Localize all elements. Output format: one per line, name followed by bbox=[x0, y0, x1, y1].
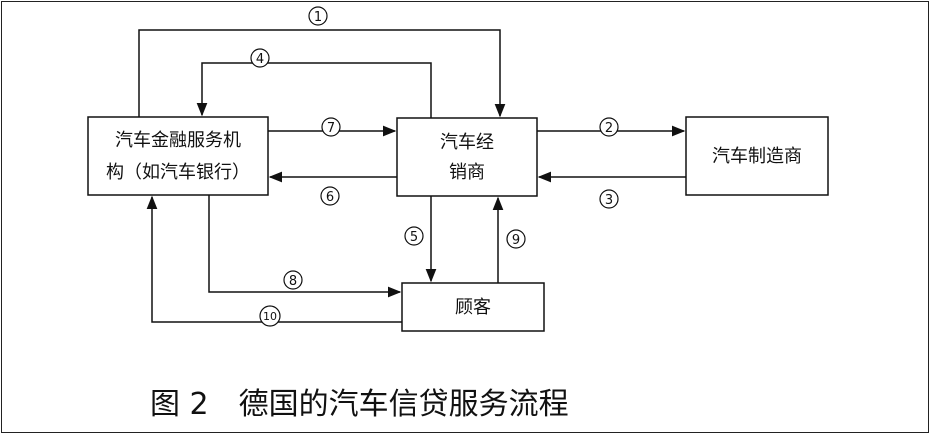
finance-institution-label-line1: 汽车金融服务机 bbox=[115, 130, 241, 151]
flow-3-badge: 3 bbox=[599, 189, 619, 209]
flow-1-number: 1 bbox=[314, 10, 322, 25]
flow-2-badge: 2 bbox=[599, 117, 619, 137]
flow-10-arrow bbox=[146, 195, 402, 323]
flow-7-number: 7 bbox=[327, 121, 335, 136]
flow-4-arrow bbox=[196, 62, 432, 118]
finance-institution-box bbox=[87, 116, 269, 196]
flow-4-number: 4 bbox=[256, 52, 264, 67]
flow-8-badge: 8 bbox=[283, 270, 303, 290]
dealer-label-line1: 汽车经 bbox=[440, 132, 494, 153]
customer-box bbox=[401, 282, 545, 332]
customer-label: 顾客 bbox=[455, 297, 491, 318]
flow-9-number: 9 bbox=[512, 233, 520, 248]
flow-1-arrow bbox=[138, 29, 506, 118]
flow-4-badge: 4 bbox=[250, 48, 270, 68]
finance-institution-label-line2: 构（如汽车银行） bbox=[106, 162, 250, 183]
flow-9-badge: 9 bbox=[506, 229, 526, 249]
flow-8-number: 8 bbox=[289, 274, 297, 289]
flow-5-badge: 5 bbox=[404, 226, 424, 246]
flow-6-badge: 6 bbox=[320, 186, 340, 206]
flow-10-number: 10 bbox=[263, 310, 277, 323]
manufacturer-box bbox=[685, 116, 829, 196]
manufacturer-label: 汽车制造商 bbox=[712, 146, 802, 167]
flow-2-number: 2 bbox=[605, 121, 613, 136]
flow-6-number: 6 bbox=[326, 190, 334, 205]
flow-1-badge: 1 bbox=[308, 6, 328, 26]
flow-3-number: 3 bbox=[605, 193, 613, 208]
figure-caption: 图 2 德国的汽车信贷服务流程 bbox=[150, 387, 569, 422]
dealer-label-line2: 销商 bbox=[449, 162, 485, 183]
flow-10-badge: 10 bbox=[259, 305, 281, 327]
flow-5-number: 5 bbox=[410, 230, 418, 245]
dealer-box bbox=[396, 117, 538, 197]
flow-8-arrow bbox=[208, 195, 402, 298]
flow-7-badge: 7 bbox=[321, 117, 341, 137]
